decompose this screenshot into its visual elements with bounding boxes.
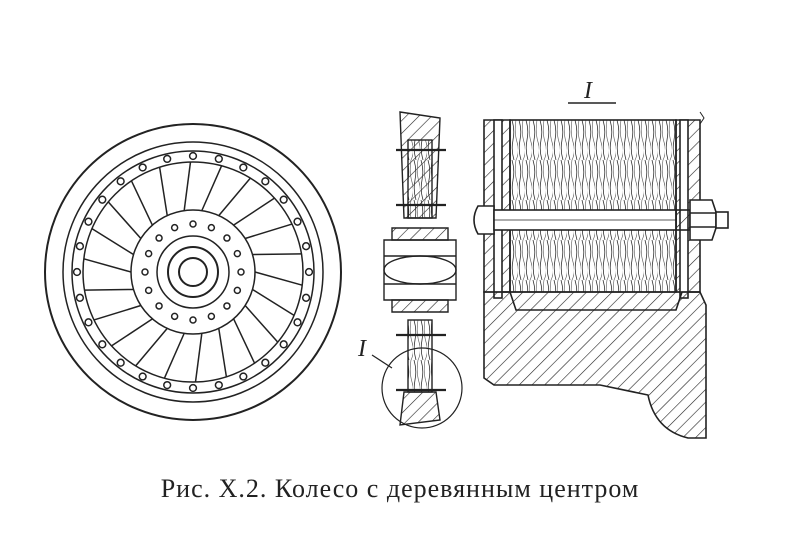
tyre-outer	[44, 123, 342, 421]
spokes	[83, 161, 303, 383]
hub-bolt	[144, 286, 153, 295]
rim-bolt	[261, 177, 270, 186]
spoke	[194, 333, 203, 383]
rim-bolt	[214, 154, 223, 164]
hub-bolt	[233, 286, 242, 295]
rim-bolt	[98, 195, 107, 204]
figure-caption: Рис. X.2. Колесо с деревянным центром	[160, 474, 640, 503]
spoke	[254, 271, 303, 286]
axle-bore	[178, 257, 208, 287]
rim-bolt	[72, 267, 82, 277]
spoke	[244, 223, 293, 240]
hub-bolt	[189, 220, 197, 228]
spoke	[233, 197, 275, 226]
spoke	[84, 288, 134, 291]
rim-bolt	[279, 340, 288, 349]
hub-bolt	[144, 249, 153, 258]
hub-bolt	[189, 316, 197, 324]
spoke	[201, 165, 223, 211]
hub-bolt	[223, 234, 231, 242]
detail-view	[473, 102, 729, 439]
rim-bolt	[304, 267, 314, 277]
rim-bolt	[293, 318, 302, 327]
hub-ring	[156, 235, 230, 309]
spoke	[107, 201, 142, 239]
spoke	[252, 288, 295, 317]
rim-bolt	[75, 242, 85, 251]
hub-boss	[167, 246, 219, 298]
detail-leader	[371, 354, 393, 369]
hub-bolt	[170, 223, 179, 232]
spoke	[130, 180, 154, 226]
rim-bolt	[138, 372, 147, 381]
spoke	[183, 161, 192, 211]
spoke	[232, 318, 256, 364]
rim-bolt	[163, 380, 172, 390]
rim-bolt	[116, 177, 125, 186]
detail-marker-label: I	[357, 336, 367, 362]
rim-bolt	[138, 163, 147, 172]
rim-bolt	[98, 340, 107, 349]
rim-bolt	[188, 383, 198, 393]
rim-bolt	[84, 217, 93, 226]
spoke	[111, 318, 153, 347]
hub-bolt	[170, 312, 179, 321]
rim-bolts	[72, 151, 314, 393]
side-section-view	[371, 111, 463, 429]
hub-bolt	[155, 234, 163, 242]
rim-bolt	[116, 358, 125, 367]
hub-bolt	[207, 223, 216, 232]
spoke	[163, 333, 185, 379]
rim-bolt	[261, 358, 270, 367]
front-view	[44, 123, 342, 421]
rim-bolt	[279, 195, 288, 204]
detail-title-label: I	[583, 78, 593, 104]
spoke	[158, 167, 168, 216]
rim-bolt	[301, 293, 311, 302]
spoke	[93, 304, 142, 321]
detail-circle	[381, 347, 463, 429]
rim-bolt	[75, 293, 85, 302]
hub-bolt	[155, 302, 163, 310]
hub-bolts	[141, 220, 245, 324]
rim-bolt	[239, 372, 248, 381]
hub-flange	[130, 209, 256, 335]
rim-bolt	[188, 151, 198, 161]
spoke	[244, 305, 279, 343]
hub-bolt	[233, 249, 242, 258]
hub-bolt	[141, 268, 149, 276]
rim-bolt	[293, 217, 302, 226]
hub-bolt	[237, 268, 245, 276]
wheel-drawing: I I	[44, 78, 729, 439]
spoke	[83, 258, 132, 273]
rim-bolt	[239, 163, 248, 172]
rim-bolt	[214, 380, 223, 390]
rim-outer	[71, 150, 315, 394]
spoke	[135, 327, 168, 367]
spoke	[91, 227, 134, 256]
tyre-inner	[62, 141, 324, 403]
rim-bolt	[163, 154, 172, 164]
spoke	[218, 177, 251, 217]
rim-bolt	[84, 318, 93, 327]
spoke	[218, 328, 228, 377]
hub-bolt	[207, 312, 216, 321]
rim-bolt	[301, 242, 311, 251]
rim-inner	[82, 161, 304, 383]
spoke	[252, 253, 302, 256]
hub-bolt	[223, 302, 231, 310]
